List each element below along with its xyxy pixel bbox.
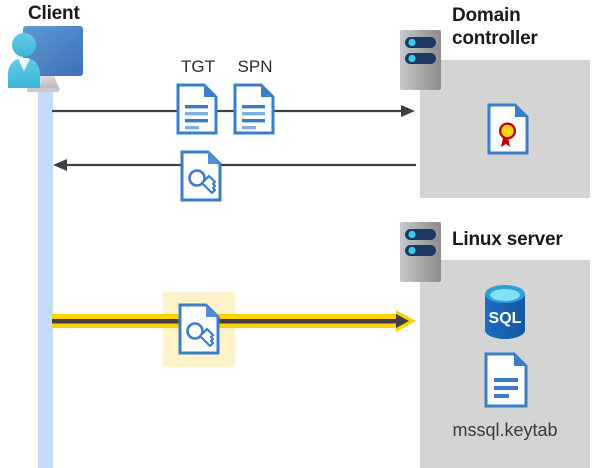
linux-server-rack-icon bbox=[400, 222, 441, 282]
sql-database-icon: SQL bbox=[482, 284, 528, 340]
dc-to-client-response-arrow bbox=[52, 158, 416, 172]
domain-controller-title: Domain controller bbox=[452, 4, 592, 50]
keytab-document-icon bbox=[484, 352, 528, 408]
linux-server-title: Linux server bbox=[452, 229, 563, 250]
client-to-dc-request-arrow bbox=[52, 104, 416, 118]
user-workstation-icon bbox=[4, 24, 90, 102]
client-title: Client bbox=[28, 3, 80, 24]
certificate-document-icon bbox=[487, 103, 529, 155]
domain-controller-title-line2: controller bbox=[452, 28, 538, 49]
key-document-icon bbox=[178, 303, 220, 355]
tgt-document-icon bbox=[176, 83, 218, 135]
service-ticket-document-icon bbox=[180, 150, 222, 202]
domain-controller-server-rack-icon bbox=[400, 30, 441, 90]
client-lifeline bbox=[38, 68, 53, 468]
tgt-label: TGT bbox=[181, 57, 215, 76]
spn-label: SPN bbox=[237, 57, 273, 76]
keytab-filename-label: mssql.keytab bbox=[452, 420, 558, 440]
sql-database-label: SQL bbox=[489, 310, 522, 327]
spn-document-icon bbox=[233, 83, 275, 135]
domain-controller-title-line1: Domain bbox=[452, 5, 521, 26]
client-to-linux-auth-arrow bbox=[52, 310, 416, 332]
